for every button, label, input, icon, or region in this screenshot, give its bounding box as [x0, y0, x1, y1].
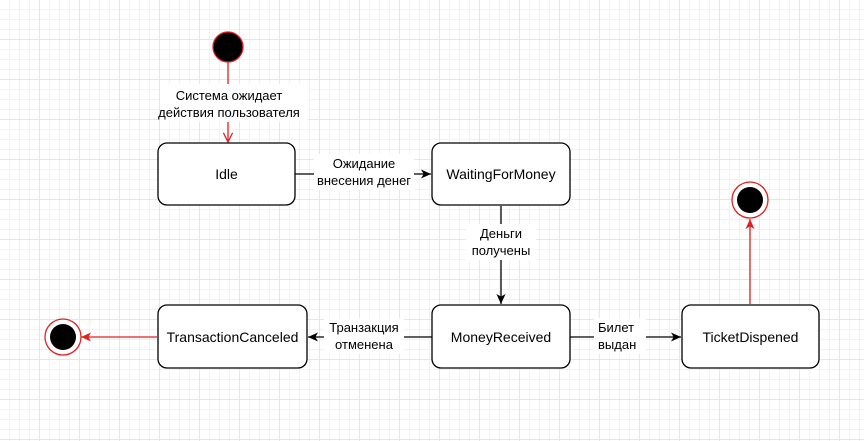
svg-text:Билет: Билет [598, 320, 634, 335]
state-ticket-dispened[interactable]: TicketDispened [681, 304, 820, 369]
svg-text:Деньги: Деньги [480, 226, 522, 241]
svg-text:Система ожидает: Система ожидает [176, 88, 283, 103]
state-transaction-canceled[interactable]: TransactionCanceled [157, 304, 308, 369]
svg-text:выдан: выдан [598, 337, 636, 352]
label-received-to-dispensed: Билет выдан [594, 318, 646, 354]
state-waiting-for-money-label: WaitingForMoney [446, 166, 555, 182]
state-idle-label: Idle [215, 166, 238, 182]
state-transaction-canceled-label: TransactionCanceled [167, 329, 299, 345]
svg-text:внесения денег: внесения денег [317, 173, 411, 188]
label-start-to-idle: Система ожидает действия пользователя [158, 84, 308, 122]
state-waiting-for-money[interactable]: WaitingForMoney [431, 142, 571, 206]
final-state-node-left [44, 318, 82, 356]
state-ticket-dispened-label: TicketDispened [703, 329, 799, 345]
svg-text:отменена: отменена [335, 337, 394, 352]
state-money-received-label: MoneyReceived [451, 329, 551, 345]
label-received-to-canceled: Транзакция отменена [324, 318, 404, 354]
label-idle-to-waiting: Ожидание внесения денег [314, 154, 414, 190]
label-waiting-to-received: Деньги получены [466, 224, 536, 260]
initial-state-node [212, 31, 244, 63]
final-state-node-top [731, 181, 769, 219]
svg-text:Ожидание: Ожидание [333, 156, 396, 171]
state-idle[interactable]: Idle [157, 142, 296, 206]
svg-text:Транзакция: Транзакция [329, 320, 398, 335]
svg-text:действия пользователя: действия пользователя [158, 105, 300, 120]
svg-text:получены: получены [472, 243, 531, 258]
state-money-received[interactable]: MoneyReceived [431, 304, 571, 369]
